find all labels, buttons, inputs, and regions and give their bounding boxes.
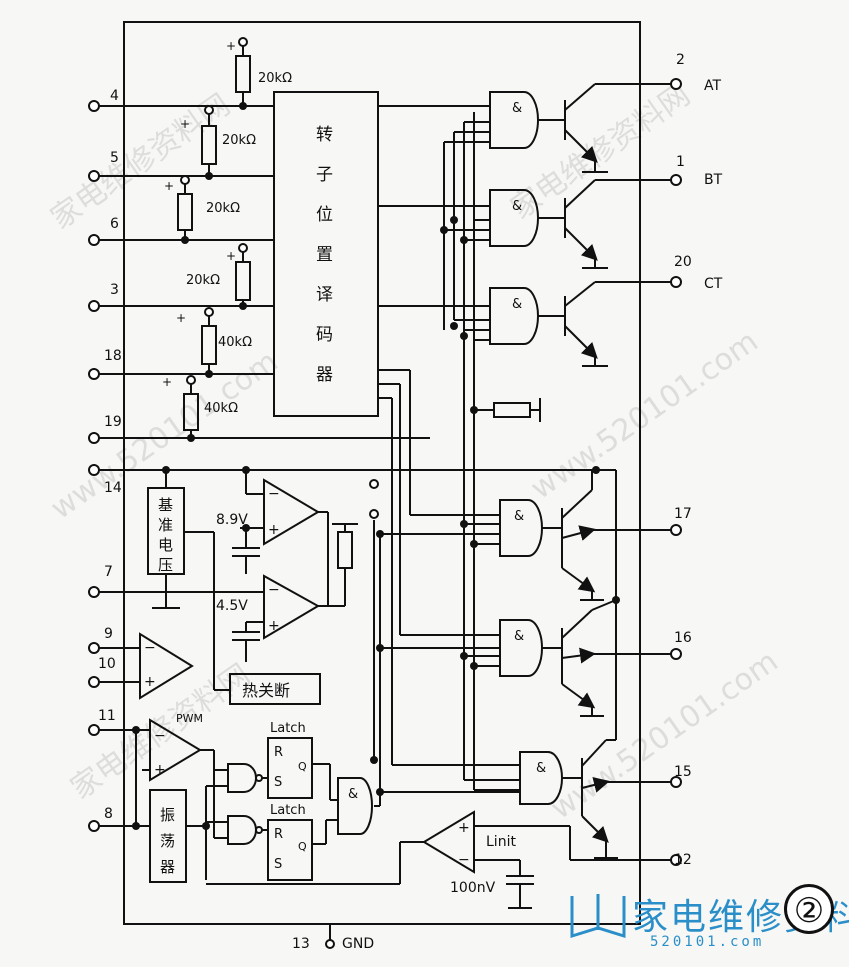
latch-2 (267, 819, 313, 881)
and-symbol: & (514, 629, 524, 644)
pin-19-label: 19 (104, 414, 122, 430)
and-symbol: & (514, 509, 524, 524)
junctions (132, 102, 620, 830)
pin-16-label: 16 (674, 630, 692, 646)
pin-2-label: 2 (676, 52, 685, 68)
cap-label: 100nV (450, 880, 496, 896)
decoder-char: 转 (316, 125, 333, 145)
output-ct-label: CT (704, 276, 723, 292)
pin-terminals (88, 37, 682, 949)
minus-sign: − (268, 486, 280, 502)
and-symbol: & (348, 787, 358, 802)
latch-label: Latch (270, 803, 306, 818)
plus-sign: + (162, 375, 172, 389)
decoder-char: 译 (316, 285, 333, 305)
pwm-label: PWM (176, 712, 203, 725)
figure-number: ② (784, 884, 834, 934)
pin-17-label: 17 (674, 506, 692, 522)
and-gate (337, 777, 373, 835)
plus-sign: + (176, 311, 186, 325)
plus-sign: + (144, 674, 156, 690)
pin-7-label: 7 (104, 564, 113, 580)
pin-3-label: 3 (110, 282, 119, 298)
osc-char: 荡 (160, 832, 175, 850)
minus-sign: − (458, 852, 470, 868)
output-bt-label: BT (704, 172, 723, 188)
ic-outline (123, 21, 641, 925)
resistor-label: 20kΩ (206, 201, 240, 216)
pin-11-label: 11 (98, 708, 116, 724)
pin-8-label: 8 (104, 806, 113, 822)
latch-1 (267, 737, 313, 799)
voltage-label: 4.5V (216, 598, 248, 614)
resistor-label: 40kΩ (204, 401, 238, 416)
thermal-shutdown-block (229, 673, 321, 705)
minus-sign: − (154, 728, 166, 744)
latch-s: S (274, 775, 282, 790)
latch-q: Q (298, 760, 307, 773)
resistor-label: 20kΩ (186, 273, 220, 288)
osc-char: 器 (160, 858, 175, 876)
watermark-text: www.520101.com (525, 324, 765, 507)
plus-sign: + (226, 39, 236, 53)
resistor-label: 40kΩ (218, 335, 252, 350)
plus-sign: + (180, 117, 190, 131)
pin-5-label: 5 (110, 150, 119, 166)
thermal-label: 热关断 (242, 681, 290, 700)
decoder-block (273, 91, 379, 417)
plus-sign: + (268, 618, 280, 634)
pin-6-label: 6 (110, 216, 119, 232)
ref-char: 电 (158, 536, 173, 554)
decoder-char: 位 (316, 205, 333, 225)
oscillator-block (149, 789, 187, 883)
latch-r: R (274, 827, 283, 842)
pin-14-label: 14 (104, 480, 122, 496)
plus-sign: + (154, 762, 166, 778)
logo-book-icon (570, 894, 626, 939)
latch-r: R (274, 745, 283, 760)
ref-char: 压 (158, 556, 173, 574)
plus-sign: + (458, 820, 470, 836)
logo-url: 520101.com (650, 934, 765, 950)
minus-sign: − (268, 582, 280, 598)
plus-sign: + (226, 249, 236, 263)
plus-sign: + (268, 522, 280, 538)
ref-char: 基 (158, 496, 173, 514)
pin-9-label: 9 (104, 626, 113, 642)
and-symbol: & (512, 297, 522, 312)
pin-10-label: 10 (98, 656, 116, 672)
and-symbol: & (512, 199, 522, 214)
minus-sign: − (144, 640, 156, 656)
latch-label: Latch (270, 721, 306, 736)
limit-label: Linit (486, 834, 516, 850)
decoder-char: 子 (316, 165, 333, 185)
resistor-label: 20kΩ (258, 71, 292, 86)
and-symbol: & (536, 761, 546, 776)
pin-12-label: 12 (674, 852, 692, 868)
resistor-label: 20kΩ (222, 133, 256, 148)
latch-s: S (274, 857, 282, 872)
output-at-label: AT (704, 78, 721, 94)
gnd-label: GND (342, 936, 374, 952)
watermarks: 家电维修资料网 家电维修资料网 www.520101.com www.52010… (45, 77, 785, 826)
latch-q: Q (298, 840, 307, 853)
plus-sign: + (164, 179, 174, 193)
voltage-label: 8.9V (216, 512, 248, 528)
osc-char: 振 (160, 806, 175, 824)
pin-4-label: 4 (110, 88, 119, 104)
pin-13-label: 13 (292, 936, 310, 952)
ref-char: 准 (158, 516, 173, 534)
watermark-text: www.520101.com (545, 644, 785, 827)
pin-15-label: 15 (674, 764, 692, 780)
decoder-char: 器 (316, 365, 333, 385)
and-symbol: & (512, 101, 522, 116)
pin-18-label: 18 (104, 348, 122, 364)
decoder-char: 码 (316, 325, 333, 345)
decoder-char: 置 (316, 245, 333, 265)
pin-20-label: 20 (674, 254, 692, 270)
pin-1-label: 1 (676, 154, 685, 170)
